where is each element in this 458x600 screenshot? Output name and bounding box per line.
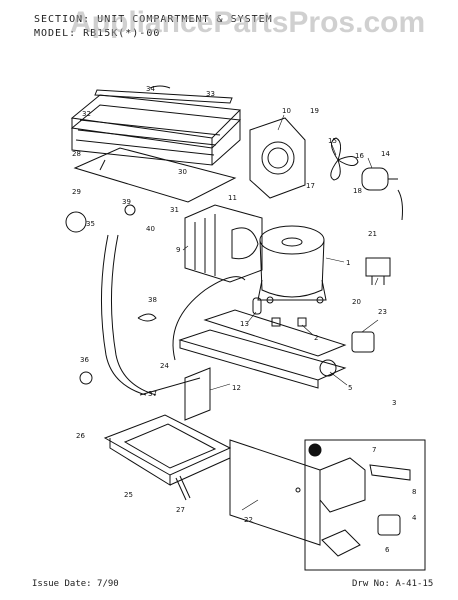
callout-17: 17	[306, 182, 315, 190]
callout-30: 30	[178, 168, 187, 176]
callout-11: 11	[228, 194, 237, 202]
drain-tube	[100, 234, 201, 396]
callout-16: 16	[355, 152, 364, 160]
callout-29: 29	[72, 188, 81, 196]
wire-harness	[137, 276, 246, 361]
callout-37: 37	[148, 390, 157, 398]
clip-36	[79, 371, 93, 385]
callout-40: 40	[146, 225, 155, 233]
callout-23: 23	[378, 308, 387, 316]
base-rail	[178, 309, 347, 389]
filter-drier	[252, 297, 262, 315]
inset-label: 1	[313, 446, 319, 455]
callout-21: 21	[368, 230, 377, 238]
callout-1: 1	[346, 259, 350, 267]
callout-39: 39	[122, 198, 131, 206]
callout-28: 28	[72, 150, 81, 158]
drain-tray-plate	[73, 147, 237, 203]
callout-13: 13	[240, 320, 249, 328]
coil-assembly	[184, 204, 263, 283]
callout-31: 31	[170, 206, 179, 214]
model-title: MODEL: RB15K(*)-00	[34, 28, 161, 39]
callout-25: 25	[124, 491, 133, 499]
callout-18: 18	[353, 187, 362, 195]
callout-38: 38	[148, 296, 157, 304]
callout-12: 12	[232, 384, 241, 392]
cover-plate	[229, 439, 321, 546]
compressor	[257, 225, 327, 304]
watermark: AppliancePartsPros.com	[70, 6, 426, 39]
callout-32: 32	[82, 110, 91, 118]
leader-lines	[182, 114, 379, 511]
callout-26: 26	[76, 432, 85, 440]
callout-8: 8	[412, 488, 416, 496]
fan-motor	[361, 167, 403, 221]
fan-blade	[330, 137, 359, 181]
inset-detail	[304, 439, 426, 571]
callout-20: 20	[352, 298, 361, 306]
callout-4: 4	[412, 514, 417, 522]
callout-34: 34	[146, 85, 155, 93]
callout-6: 6	[385, 546, 390, 554]
callout-19: 19	[310, 107, 319, 115]
callout-3: 3	[392, 399, 396, 407]
condenser-bar	[94, 85, 233, 104]
mounting-bracket	[184, 367, 211, 421]
callout-14: 14	[381, 150, 390, 158]
issue-date: Issue Date: 7/90	[32, 579, 119, 589]
callout-33: 33	[206, 90, 215, 98]
callout-24: 24	[160, 362, 169, 370]
callout-36: 36	[80, 356, 89, 364]
grommets-2	[271, 317, 307, 327]
callout-5: 5	[348, 384, 352, 392]
callout-22: 22	[244, 516, 253, 524]
callout-7: 7	[372, 446, 376, 454]
callout-15: 15	[328, 137, 337, 145]
callout-27: 27	[176, 506, 185, 514]
relay	[365, 257, 391, 285]
drawing-number: Drw No: A-41-15	[352, 579, 434, 589]
overload	[351, 331, 375, 353]
section-title: SECTION: UNIT COMPARTMENT & SYSTEM	[34, 14, 273, 25]
fan-shroud	[249, 117, 306, 199]
callout-35: 35	[86, 220, 95, 228]
cord-5	[319, 359, 337, 377]
condenser-coil	[70, 94, 242, 166]
callout-2: 2	[314, 334, 318, 342]
callout-10: 10	[282, 107, 291, 115]
callout-9: 9	[176, 246, 180, 254]
clamp-35	[65, 211, 87, 233]
grommet-39	[124, 204, 136, 216]
tube	[175, 475, 191, 501]
